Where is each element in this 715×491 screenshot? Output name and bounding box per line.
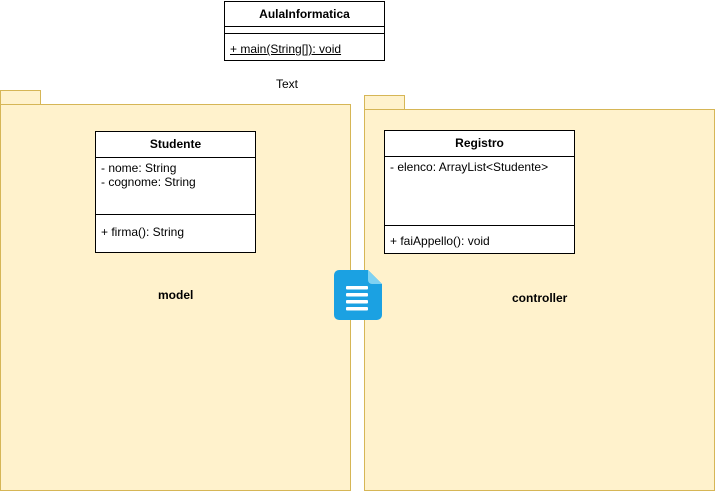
class-studente-name: Studente bbox=[96, 132, 255, 158]
package-model-label: model bbox=[158, 288, 194, 302]
document-list-icon[interactable] bbox=[334, 270, 382, 320]
class-aulainformatica-name: AulaInformatica bbox=[225, 2, 384, 27]
class-registro-name: Registro bbox=[385, 131, 574, 157]
class-aulainformatica-attrs bbox=[225, 27, 384, 34]
class-aulainformatica[interactable]: AulaInformatica + main(String[]): void bbox=[224, 1, 385, 61]
class-registro-attributes: - elenco: ArrayList<Studente> bbox=[385, 157, 574, 226]
package-model-tab bbox=[0, 90, 41, 105]
class-registro[interactable]: Registro - elenco: ArrayList<Studente> +… bbox=[384, 130, 575, 254]
package-controller-label: controller bbox=[512, 291, 568, 305]
operation: + firma(): String bbox=[101, 225, 185, 239]
attribute: - nome: String bbox=[101, 161, 177, 175]
package-controller-tab bbox=[364, 95, 405, 110]
class-aulainformatica-operations: + main(String[]): void bbox=[225, 34, 384, 59]
class-studente-operations: + firma(): String bbox=[96, 215, 255, 242]
class-studente[interactable]: Studente - nome: String - cognome: Strin… bbox=[95, 131, 256, 253]
operation: + main(String[]): void bbox=[230, 42, 342, 56]
class-studente-attributes: - nome: String - cognome: String bbox=[96, 158, 255, 215]
attribute: - cognome: String bbox=[101, 175, 196, 189]
text-label[interactable]: Text bbox=[275, 77, 298, 91]
class-registro-operations: + faiAppello(): void bbox=[385, 226, 574, 251]
operation: + faiAppello(): void bbox=[390, 234, 490, 248]
attribute: - elenco: ArrayList<Studente> bbox=[390, 160, 549, 174]
